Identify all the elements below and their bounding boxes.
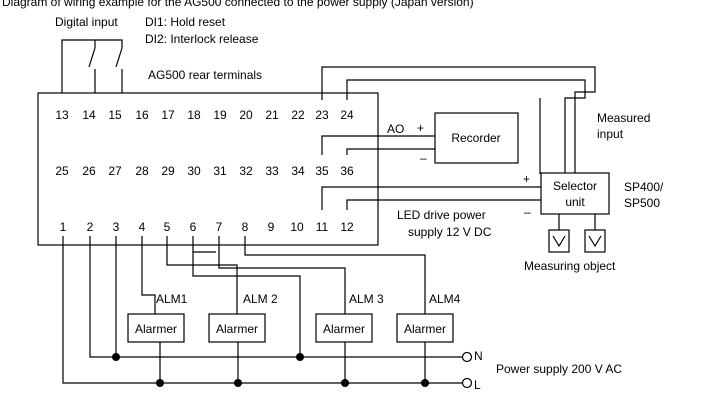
alm3-label: ALM 3	[349, 292, 384, 306]
sp-model-line2: SP500	[624, 196, 660, 210]
terminal-block-title: AG500 rear terminals	[148, 68, 262, 82]
terminal-3: 3	[113, 220, 120, 234]
terminal-row-top: 13 14 15 16 17 18 19 20 21 22 23 24	[55, 108, 354, 122]
terminal-27: 27	[108, 164, 122, 178]
terminal-35: 35	[315, 164, 329, 178]
alarm-wiring	[141, 236, 426, 357]
power-junctions	[112, 353, 429, 387]
alarmer-3: Alarmer	[315, 313, 373, 343]
alm1-label: ALM1	[156, 292, 188, 306]
terminal-9: 9	[268, 220, 275, 234]
junction-l-alm1	[156, 379, 164, 387]
power-supply-label: Power supply 200 V AC	[496, 362, 622, 376]
terminal-row-bottom: 1 2 3 4 5 6 7 8 9 10 11 12	[60, 220, 354, 234]
alarmer-2-label: Alarmer	[216, 322, 258, 336]
measured-input-wiring	[321, 66, 596, 174]
recorder-box	[434, 112, 519, 164]
digital-input-switches	[61, 39, 123, 100]
power-wiring	[62, 236, 463, 384]
led-drive-line2: supply 12 V DC	[408, 225, 492, 239]
sensor-1-mark	[552, 235, 566, 248]
terminal-36: 36	[340, 164, 354, 178]
sp-model-line1: SP400/	[624, 180, 664, 194]
selector-plus: +	[523, 172, 530, 186]
selector-unit-line1: Selector	[553, 179, 597, 193]
terminal-14: 14	[82, 108, 96, 122]
alarmer-1: Alarmer	[127, 313, 185, 343]
terminal-33: 33	[265, 164, 279, 178]
terminal-29: 29	[161, 164, 175, 178]
diagram-header: Diagram of wiring example for the AG500 …	[2, 0, 474, 9]
terminal-13: 13	[55, 108, 69, 122]
terminal-25: 25	[55, 164, 69, 178]
selector-unit-line2: unit	[565, 195, 585, 209]
terminal-18: 18	[187, 108, 201, 122]
alarmer-1-label: Alarmer	[135, 322, 177, 336]
power-n-label: N	[474, 349, 483, 363]
terminal-21: 21	[265, 108, 279, 122]
alarmer-to-l-wiring	[159, 342, 426, 383]
measuring-object-label: Measuring object	[524, 259, 616, 273]
terminal-26: 26	[82, 164, 96, 178]
junction-l-alm2	[234, 379, 242, 387]
sensor-2	[584, 229, 606, 253]
power-l-label: L	[474, 378, 481, 392]
terminal-7: 7	[216, 220, 223, 234]
junction-l-alm3	[341, 379, 349, 387]
terminal-23: 23	[315, 108, 329, 122]
di2-label: DI2: Interlock release	[145, 32, 259, 46]
sensor-2-mark	[588, 235, 602, 248]
recorder-label: Recorder	[451, 131, 500, 145]
terminal-5: 5	[164, 220, 171, 234]
terminal-block	[37, 92, 379, 246]
alarmer-2: Alarmer	[208, 313, 266, 343]
selector-unit-box	[540, 172, 610, 215]
terminal-16: 16	[135, 108, 149, 122]
terminal-20: 20	[239, 108, 253, 122]
ao-minus: –	[420, 151, 427, 165]
terminal-11: 11	[316, 220, 329, 234]
terminal-24: 24	[340, 108, 354, 122]
terminal-19: 19	[213, 108, 227, 122]
terminal-2: 2	[87, 220, 94, 234]
measured-input-line2: input	[597, 127, 624, 141]
terminal-17: 17	[161, 108, 175, 122]
terminal-1: 1	[60, 220, 67, 234]
alarmer-4: Alarmer	[396, 313, 454, 343]
led-drive-wiring	[321, 186, 541, 210]
terminal-22: 22	[291, 108, 305, 122]
terminal-6: 6	[190, 220, 197, 234]
ao-plus: +	[417, 121, 424, 135]
terminal-4: 4	[139, 220, 146, 234]
terminal-31: 31	[213, 164, 227, 178]
digital-input-label: Digital input	[55, 15, 118, 29]
selector-minus: –	[524, 205, 531, 219]
terminal-row-middle: 25 26 27 28 29 30 31 32 33 34 35 36	[55, 164, 354, 178]
junction-n-3	[112, 353, 120, 361]
alarmer-3-label: Alarmer	[323, 322, 365, 336]
alarmer-4-label: Alarmer	[404, 322, 446, 336]
terminal-8: 8	[242, 220, 249, 234]
terminal-10: 10	[290, 220, 304, 234]
terminal-15: 15	[108, 108, 122, 122]
terminal-34: 34	[291, 164, 305, 178]
alm2-label: ALM 2	[243, 292, 278, 306]
ao-label: AO	[387, 122, 404, 136]
measuring-object	[548, 214, 606, 253]
terminal-28: 28	[135, 164, 149, 178]
alm4-label: ALM4	[429, 292, 461, 306]
measured-input-line1: Measured	[597, 111, 650, 125]
junction-n-6	[296, 353, 304, 361]
terminal-30: 30	[187, 164, 201, 178]
di1-label: DI1: Hold reset	[145, 15, 226, 29]
ao-wiring	[321, 135, 435, 155]
terminal-12: 12	[340, 220, 354, 234]
led-drive-line1: LED drive power	[397, 208, 486, 222]
terminal-l-circle	[461, 377, 473, 389]
terminal-n-circle	[461, 351, 473, 363]
junction-l-alm4	[421, 379, 429, 387]
sensor-1	[548, 229, 570, 253]
terminal-32: 32	[239, 164, 253, 178]
